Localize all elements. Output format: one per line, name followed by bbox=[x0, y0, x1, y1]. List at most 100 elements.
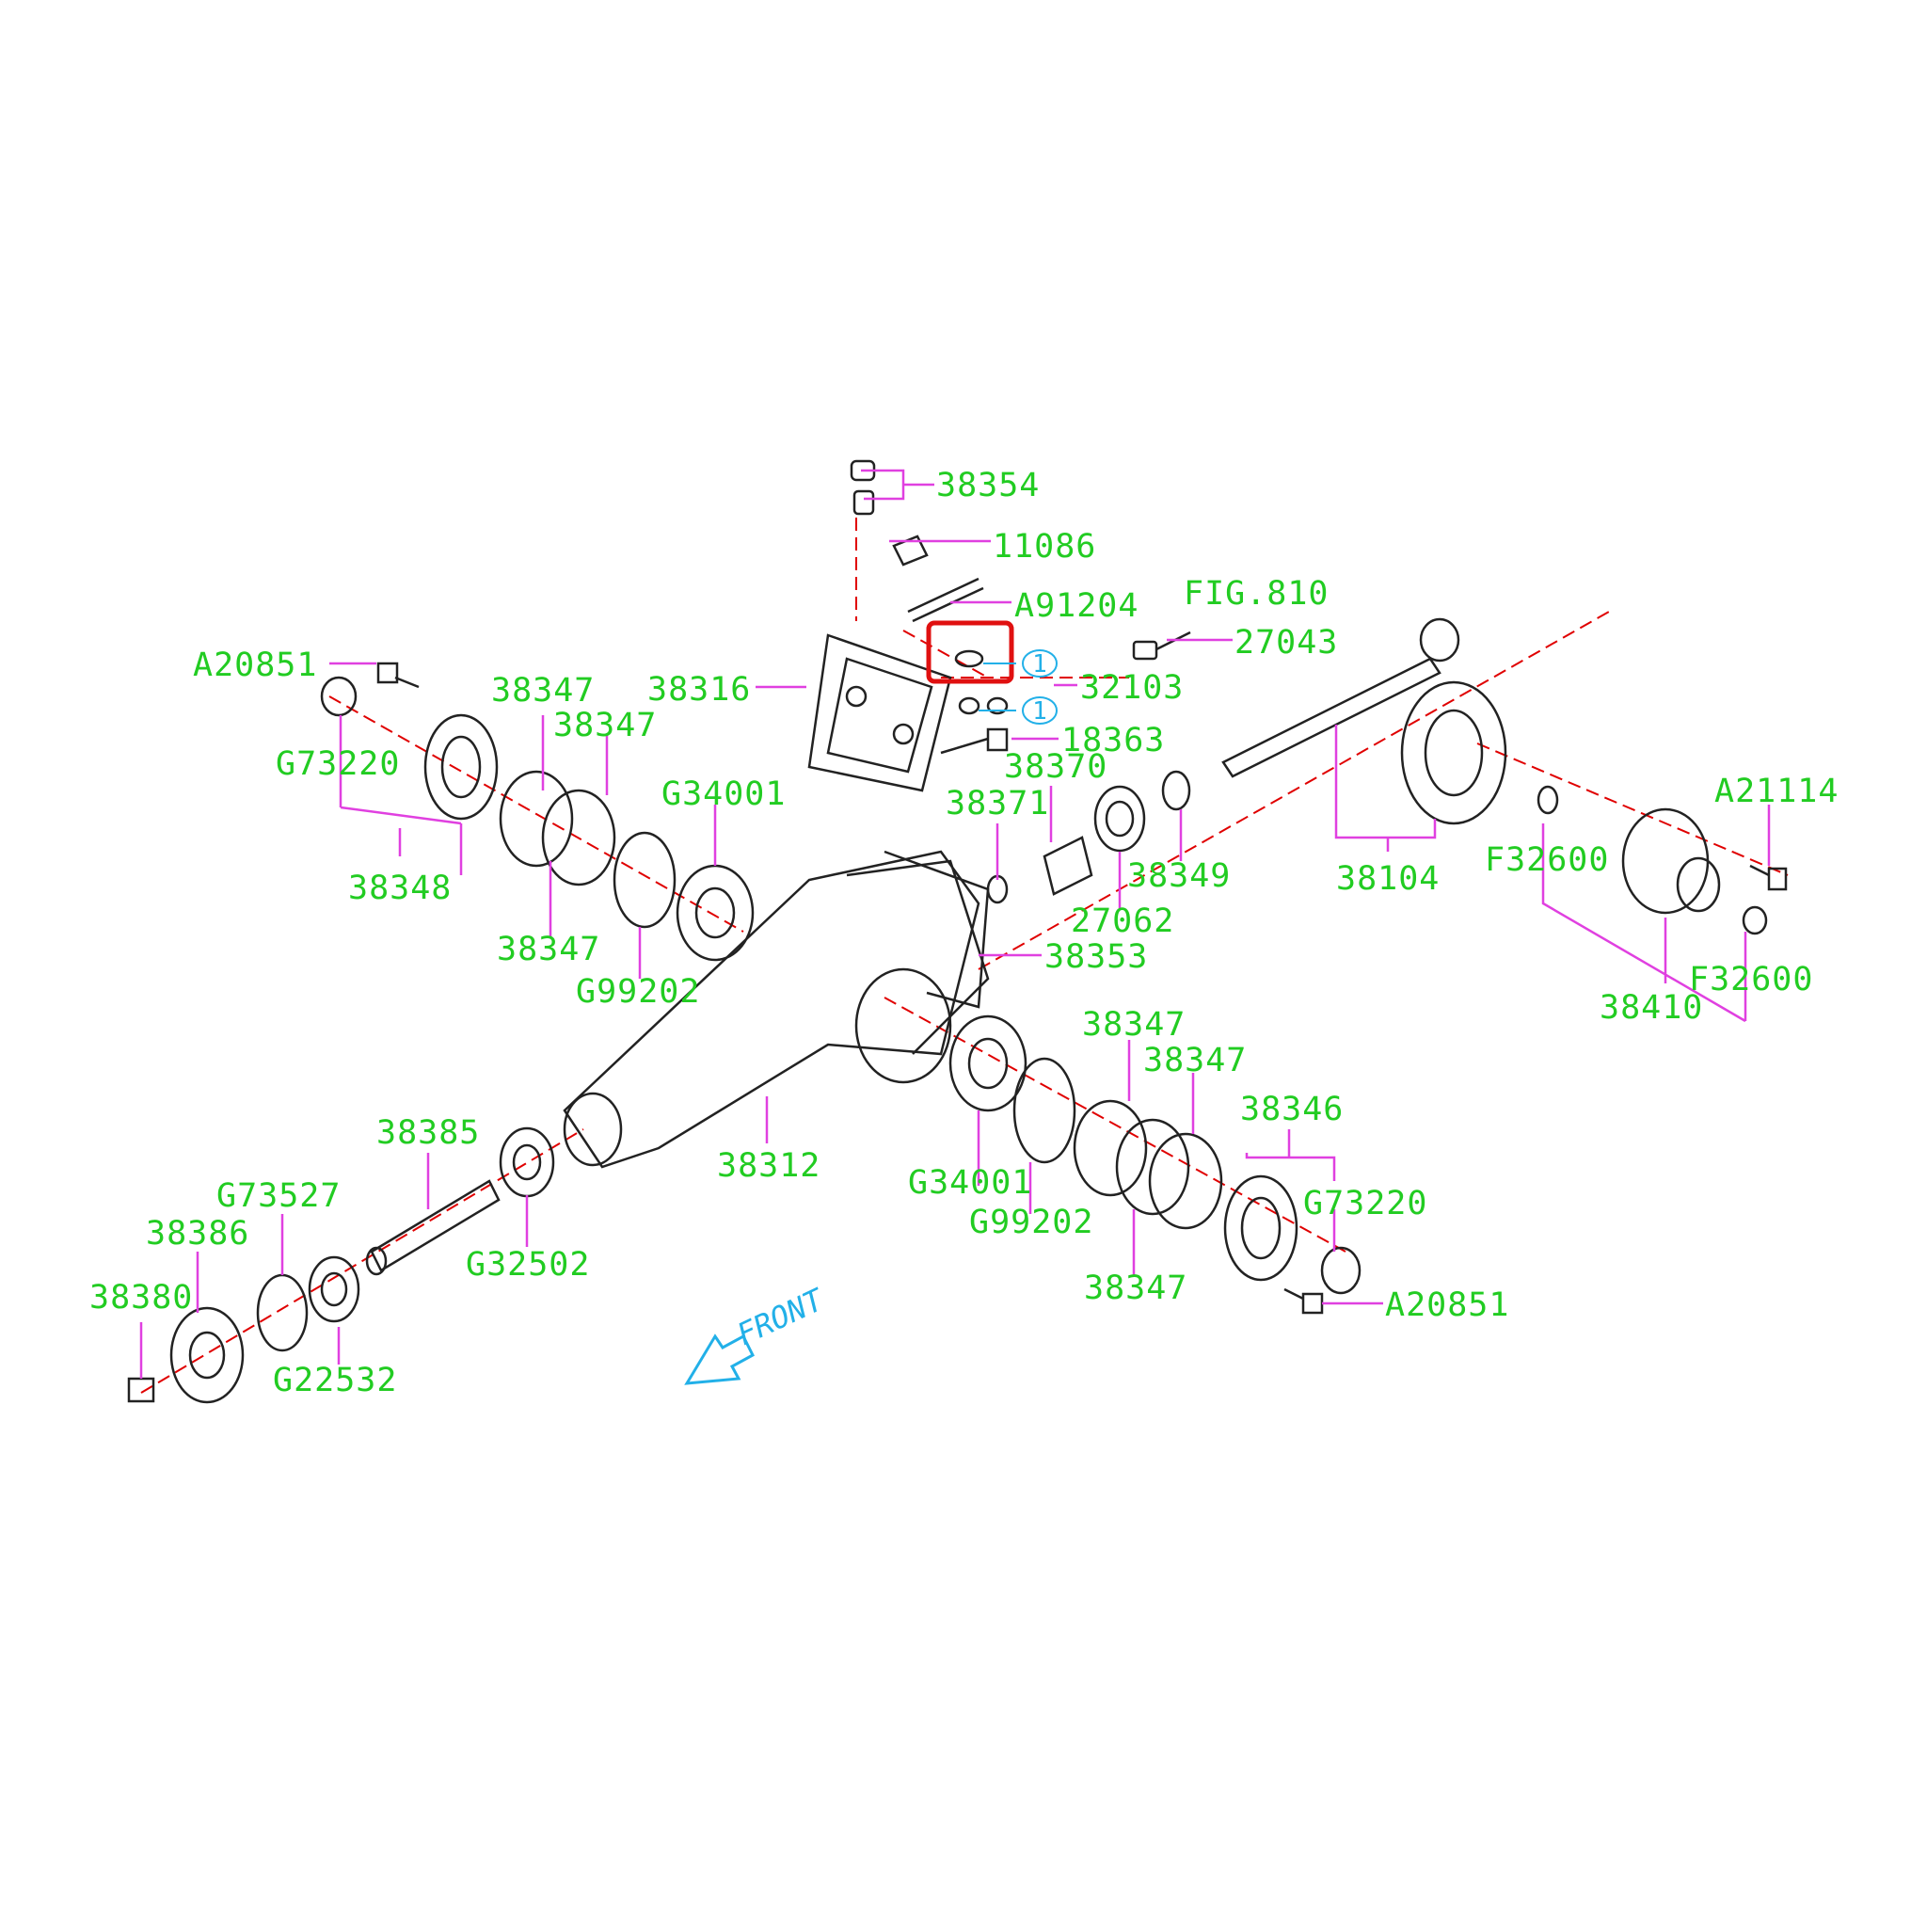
reference-number-1b: 1 bbox=[1032, 697, 1047, 726]
stud-A91204 bbox=[907, 577, 984, 623]
right-axle-axis bbox=[884, 997, 1346, 1253]
washer-set bbox=[958, 696, 1009, 715]
front-label: FRONT bbox=[731, 1281, 830, 1352]
reference-number-1a: 1 bbox=[1032, 650, 1047, 679]
seal-G73220-left bbox=[320, 676, 358, 717]
differential-axis bbox=[1476, 742, 1789, 876]
label-G34001-upper[interactable]: G34001 bbox=[661, 775, 786, 813]
label-G73220-right[interactable]: G73220 bbox=[1303, 1185, 1427, 1222]
gasket-32103 bbox=[954, 649, 984, 668]
part-labels: 38354 11086 A91204 FIG.810 27043 32103 1… bbox=[89, 467, 1839, 1399]
highlight-box bbox=[926, 620, 1014, 684]
bearing-G32502 bbox=[499, 1126, 555, 1198]
retainer-38346 bbox=[1223, 1174, 1298, 1282]
flange-38386 bbox=[169, 1306, 245, 1404]
label-38386[interactable]: 38386 bbox=[146, 1215, 249, 1253]
label-32103[interactable]: 32103 bbox=[1080, 669, 1184, 707]
pinion-axis bbox=[978, 611, 1610, 970]
drive-flange-axis bbox=[140, 1128, 584, 1394]
pin-F32600-upper bbox=[1537, 785, 1559, 815]
bolt-18363 bbox=[940, 727, 1009, 755]
label-38104[interactable]: 38104 bbox=[1336, 860, 1440, 898]
label-27043[interactable]: 27043 bbox=[1234, 624, 1338, 662]
label-27062[interactable]: 27062 bbox=[1071, 902, 1174, 940]
shim-38347-upper bbox=[499, 770, 616, 886]
bolt-A20851-left bbox=[376, 662, 420, 689]
washer-38371 bbox=[986, 874, 1009, 904]
label-38346[interactable]: 38346 bbox=[1240, 1091, 1344, 1128]
label-38347-a[interactable]: 38347 bbox=[491, 672, 595, 710]
vent-plug-38354 bbox=[850, 459, 876, 516]
label-38347-d[interactable]: 38347 bbox=[1082, 1006, 1186, 1044]
washer-38349 bbox=[1161, 770, 1191, 811]
bolt-A20851-right bbox=[1283, 1287, 1324, 1315]
label-38312[interactable]: 38312 bbox=[717, 1147, 820, 1185]
label-18363[interactable]: 18363 bbox=[1061, 722, 1165, 759]
label-G99202-upper[interactable]: G99202 bbox=[576, 973, 700, 1011]
retainer-38348 bbox=[423, 713, 499, 821]
label-G99202-lower[interactable]: G99202 bbox=[969, 1204, 1093, 1241]
pinion-shaft-38104 bbox=[1221, 617, 1460, 778]
cover-bolt-axis bbox=[902, 630, 989, 679]
label-38349[interactable]: 38349 bbox=[1127, 857, 1231, 895]
label-38410[interactable]: 38410 bbox=[1600, 989, 1703, 1027]
seal-G73527 bbox=[256, 1273, 309, 1352]
rear-cover-38316 bbox=[807, 633, 952, 792]
label-38347-f[interactable]: 38347 bbox=[1084, 1269, 1187, 1307]
label-F32600-upper[interactable]: F32600 bbox=[1485, 841, 1609, 879]
label-G22532[interactable]: G22532 bbox=[273, 1362, 397, 1399]
seal-G73220-right bbox=[1320, 1246, 1362, 1295]
label-A20851-left[interactable]: A20851 bbox=[193, 647, 317, 684]
spacer-38385 bbox=[365, 1179, 501, 1276]
leader-38410 bbox=[1541, 823, 1747, 1023]
label-A91204[interactable]: A91204 bbox=[1014, 587, 1139, 625]
leader-38104 bbox=[1334, 725, 1437, 852]
ring-gear-38104 bbox=[1400, 680, 1507, 825]
label-G34001-lower[interactable]: G34001 bbox=[908, 1164, 1032, 1202]
clip-11086 bbox=[892, 535, 929, 567]
label-fig-810[interactable]: FIG.810 bbox=[1184, 575, 1330, 613]
label-38354[interactable]: 38354 bbox=[936, 467, 1040, 504]
oring-G99202-upper bbox=[613, 831, 677, 929]
leader-lines bbox=[139, 469, 1771, 1379]
label-G73220-left[interactable]: G73220 bbox=[276, 745, 400, 783]
oring-G99202-lower bbox=[1012, 1057, 1076, 1164]
front-direction: FRONT bbox=[684, 1281, 830, 1385]
gasket-38353 bbox=[884, 850, 990, 1009]
label-11086[interactable]: 11086 bbox=[993, 528, 1096, 566]
leader-38354 bbox=[861, 469, 934, 501]
nut-38380 bbox=[127, 1377, 155, 1403]
label-F32600-lower[interactable]: F32600 bbox=[1689, 961, 1813, 998]
shim-38347-lower bbox=[1073, 1099, 1223, 1230]
housing-38312 bbox=[563, 850, 990, 1169]
label-38348[interactable]: 38348 bbox=[348, 870, 452, 907]
bolt-A21114 bbox=[1749, 864, 1788, 891]
bearing-G34001-upper bbox=[676, 864, 755, 962]
label-38353[interactable]: 38353 bbox=[1044, 938, 1148, 976]
sensor-27043 bbox=[1132, 631, 1191, 661]
bearing-G34001-lower bbox=[948, 1014, 1027, 1112]
bearing-27062 bbox=[1093, 785, 1146, 853]
reference-marker-1b[interactable] bbox=[1022, 696, 1058, 725]
reference-marker-1a[interactable] bbox=[1022, 649, 1058, 678]
label-A21114[interactable]: A21114 bbox=[1714, 773, 1839, 810]
label-38347-b[interactable]: 38347 bbox=[553, 707, 657, 744]
spacer-38370 bbox=[1043, 836, 1093, 896]
label-38371[interactable]: 38371 bbox=[946, 785, 1049, 822]
label-38347-e[interactable]: 38347 bbox=[1143, 1042, 1247, 1079]
label-38316[interactable]: 38316 bbox=[647, 671, 751, 709]
label-G32502[interactable]: G32502 bbox=[466, 1246, 590, 1284]
label-38385[interactable]: 38385 bbox=[376, 1114, 480, 1152]
label-38370[interactable]: 38370 bbox=[1004, 748, 1107, 786]
leader-38346 bbox=[1245, 1129, 1336, 1181]
pin-F32600-lower bbox=[1742, 905, 1768, 935]
label-38380[interactable]: 38380 bbox=[89, 1279, 193, 1317]
label-A20851-right[interactable]: A20851 bbox=[1385, 1286, 1509, 1324]
leader-38348 bbox=[339, 715, 463, 875]
bearing-G22532 bbox=[308, 1255, 360, 1323]
label-38347-c[interactable]: 38347 bbox=[497, 931, 600, 968]
reference-markers: 1 1 bbox=[979, 649, 1058, 726]
label-G73527[interactable]: G73527 bbox=[216, 1177, 341, 1215]
